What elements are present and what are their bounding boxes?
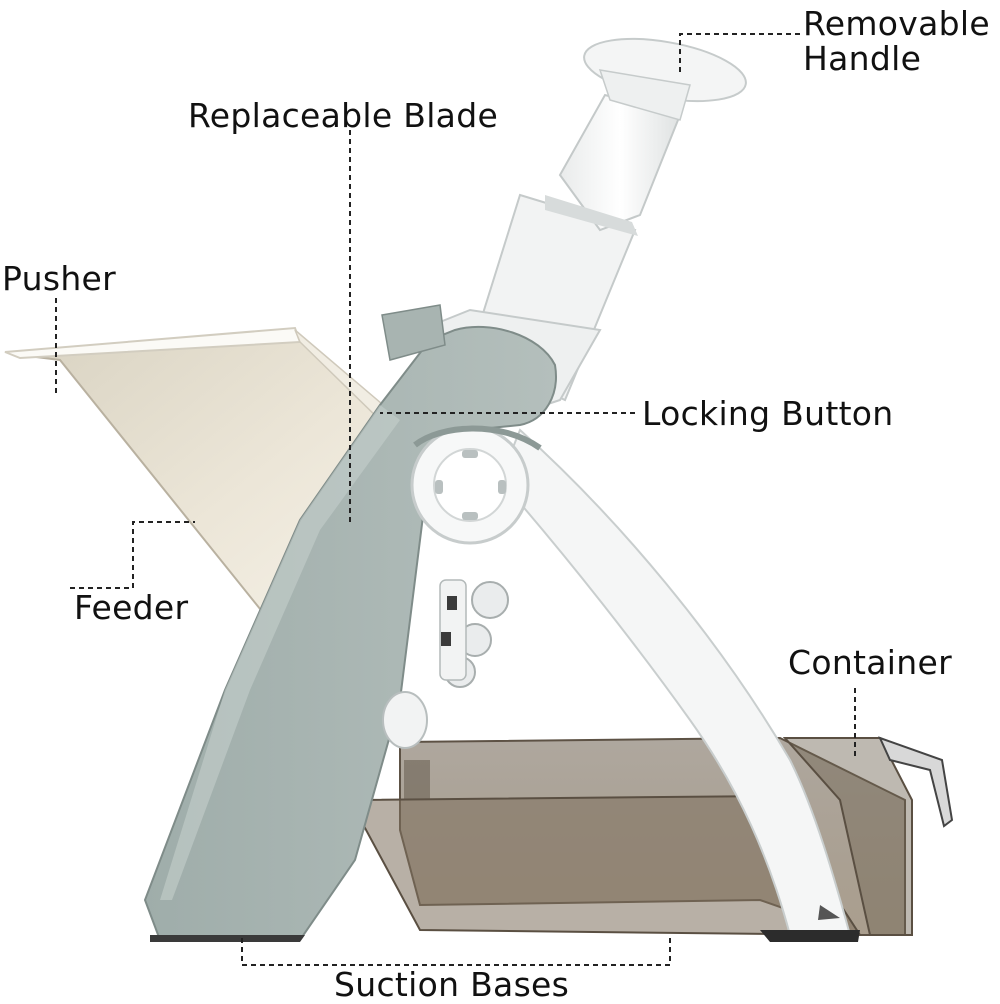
label-removable-line2: Handle <box>803 38 922 78</box>
container <box>357 736 954 937</box>
removable-handle <box>545 37 747 236</box>
rear-leg <box>498 428 860 942</box>
label-removable-handle: Removable Handle <box>803 4 990 78</box>
leader-feeder <box>70 521 195 589</box>
leader-removable-handle <box>679 33 800 72</box>
label-pusher: Pusher <box>2 259 117 298</box>
label-locking-button: Locking Button <box>642 394 894 433</box>
label-feeder: Feeder <box>74 588 189 627</box>
label-replaceable-blade: Replaceable Blade <box>188 96 499 135</box>
label-suction-bases: Suction Bases <box>334 965 570 1004</box>
front-frame <box>143 304 557 942</box>
leader-suction-bases <box>241 938 671 966</box>
thickness-knobs <box>382 579 509 749</box>
label-container: Container <box>788 643 952 682</box>
label-removable-line1: Removable <box>803 4 990 43</box>
locking-knob <box>410 425 542 545</box>
leader-lines <box>55 33 856 966</box>
